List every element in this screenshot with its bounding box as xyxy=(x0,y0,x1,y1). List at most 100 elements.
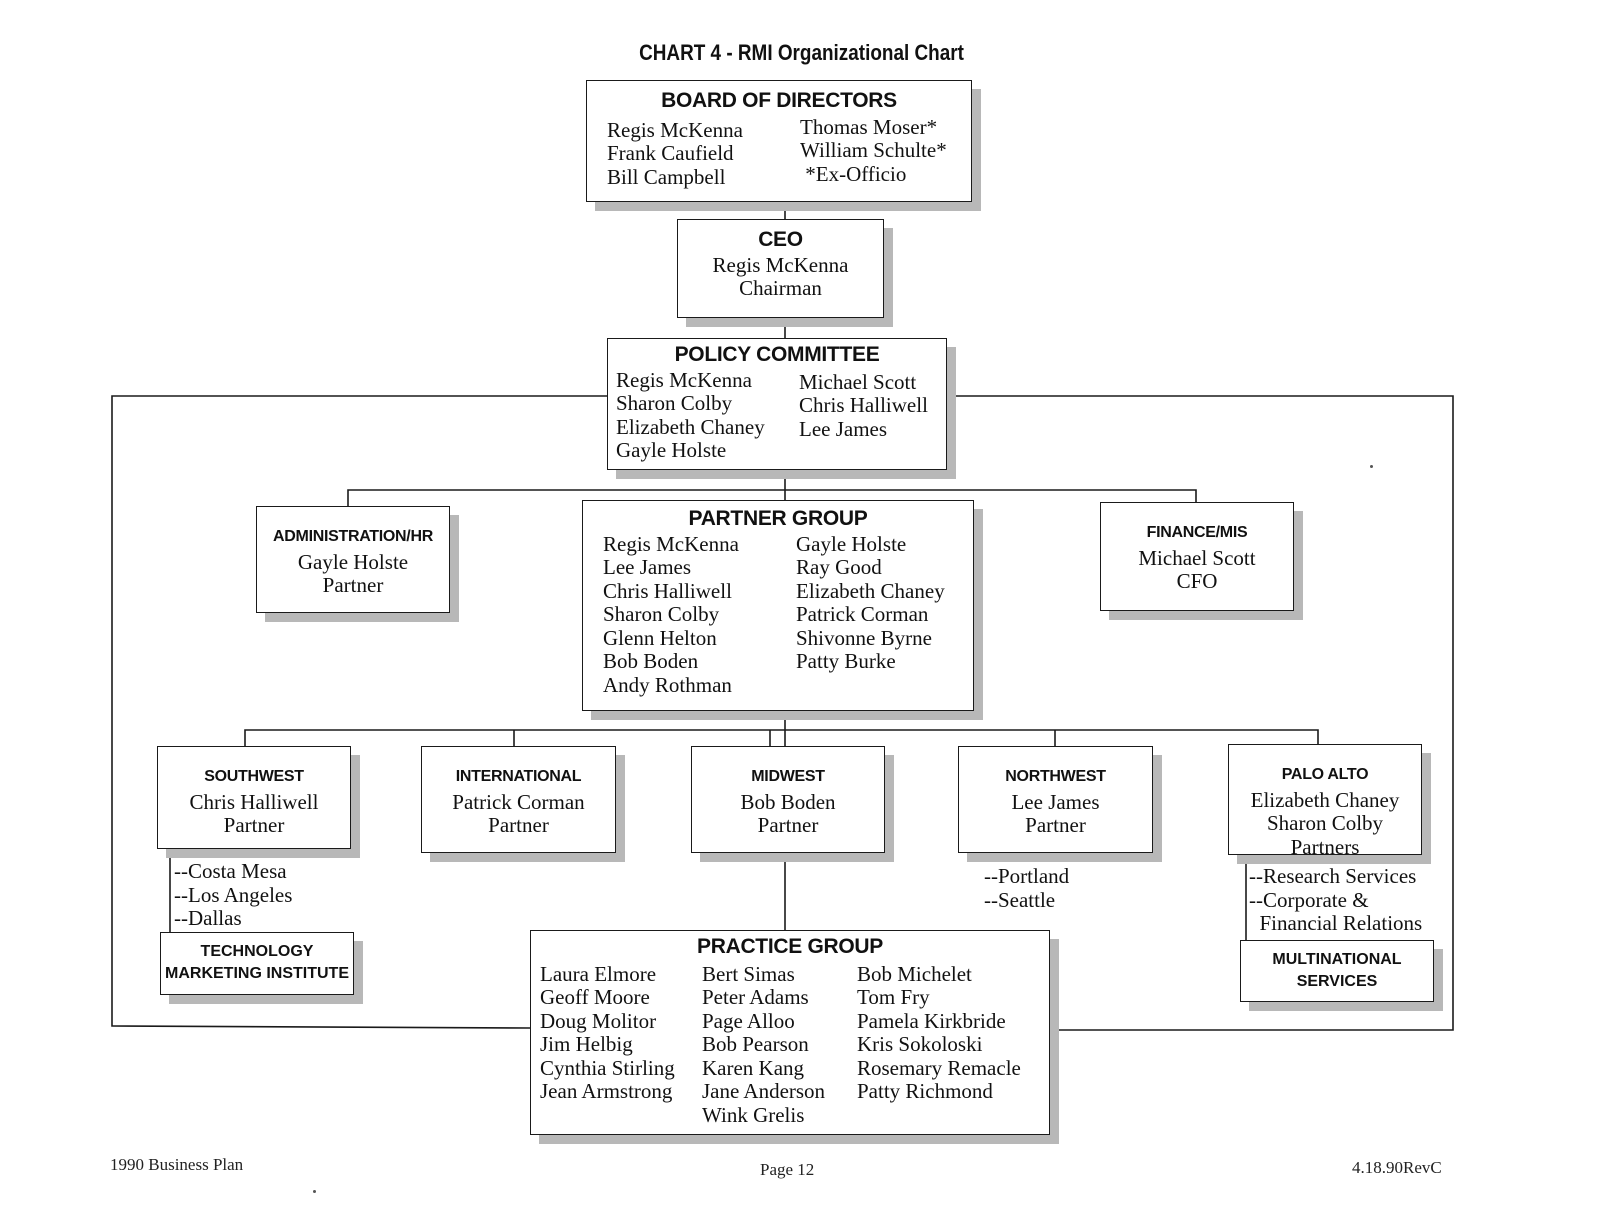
board-note: *Ex-Officio xyxy=(800,161,907,186)
chart-title: CHART 4 - RMI Organizational Chart xyxy=(639,40,964,65)
practice-member: Geoff Moore xyxy=(540,985,650,1009)
footer-left: 1990 Business Plan xyxy=(110,1155,244,1174)
partner-member: Bob Boden xyxy=(603,649,699,673)
office-branch-line xyxy=(244,729,1319,746)
practice-member: Peter Adams xyxy=(702,985,809,1009)
partner-heading: PARTNER GROUP xyxy=(688,507,868,530)
practice-member: Jim Helbig xyxy=(540,1032,633,1056)
service-item: --Research Services xyxy=(1249,864,1417,888)
partner-group-box: PARTNER GROUP Regis McKenna Lee James Ch… xyxy=(582,500,974,711)
location-item: --Los Angeles xyxy=(174,882,293,907)
board-member: Regis McKenna xyxy=(607,117,743,142)
stray-mark xyxy=(1370,465,1373,468)
ceo-box: CEO Regis McKenna Chairman xyxy=(677,219,884,318)
practice-member: Pamela Kirkbride xyxy=(857,1008,1006,1033)
location-item: --Costa Mesa xyxy=(174,859,287,883)
practice-group-box: PRACTICE GROUP Laura Elmore Geoff Moore … xyxy=(530,930,1050,1135)
practice-heading: PRACTICE GROUP xyxy=(697,935,883,958)
board-member: Thomas Moser* xyxy=(800,114,938,139)
partner-member: Patty Burke xyxy=(796,649,896,673)
tmi-heading: TECHNOLOGY xyxy=(200,943,314,960)
policy-committee-box: POLICY COMMITTEE Regis McKenna Sharon Co… xyxy=(607,338,947,470)
office-role: Partner xyxy=(488,813,549,837)
practice-member: Patty Richmond xyxy=(857,1079,993,1103)
practice-member: Page Alloo xyxy=(702,1008,795,1033)
admin-heading: ADMINISTRATION/HR xyxy=(273,528,433,545)
finance-mis-box: FINANCE/MIS Michael Scott CFO xyxy=(1100,502,1294,611)
location-item: --Portland xyxy=(984,864,1070,888)
board-of-directors-box: BOARD OF DIRECTORS Regis McKenna Frank C… xyxy=(586,80,972,202)
office-partner: Bob Boden xyxy=(740,789,836,814)
practice-member: Rosemary Remacle xyxy=(857,1055,1021,1080)
office-heading: PALO ALTO xyxy=(1281,766,1369,783)
office-partner: Elizabeth Chaney xyxy=(1250,787,1400,812)
practice-member: Karen Kang xyxy=(702,1055,805,1080)
policy-member: Elizabeth Chaney xyxy=(616,414,765,439)
practice-member: Cynthia Stirling xyxy=(540,1055,675,1080)
policy-member: Gayle Holste xyxy=(616,438,727,462)
practice-member: Doug Molitor xyxy=(540,1008,657,1033)
office-heading: SOUTHWEST xyxy=(204,768,304,785)
service-item: --Corporate & xyxy=(1249,887,1369,912)
office-international-box: INTERNATIONAL Patrick Corman Partner xyxy=(421,746,616,853)
practice-member: Jane Anderson xyxy=(702,1079,826,1103)
policy-member: Michael Scott xyxy=(799,369,917,394)
partner-member: Glenn Helton xyxy=(603,625,717,650)
policy-member: Chris Halliwell xyxy=(799,393,928,417)
practice-member: Laura Elmore xyxy=(540,961,657,986)
practice-member: Wink Grelis xyxy=(702,1102,805,1127)
office-heading: INTERNATIONAL xyxy=(455,768,582,785)
ceo-title: Chairman xyxy=(739,276,822,300)
office-partner: Lee James xyxy=(1011,789,1100,814)
office-role: Partner xyxy=(757,813,819,837)
partner-member: Shivonne Byrne xyxy=(796,625,932,650)
practice-member: Bob Pearson xyxy=(702,1032,809,1056)
partner-member: Regis McKenna xyxy=(603,531,739,556)
finance-name: Michael Scott xyxy=(1138,545,1256,570)
partner-member: Andy Rothman xyxy=(603,672,732,697)
ceo-name: Regis McKenna xyxy=(712,252,849,277)
office-northwest-box: NORTHWEST Lee James Partner xyxy=(958,746,1153,853)
outer-frame-line-right xyxy=(947,395,1454,1031)
location-item: --Seattle xyxy=(984,887,1056,912)
admin-name: Gayle Holste xyxy=(297,549,409,574)
office-partner: Sharon Colby xyxy=(1266,811,1384,835)
partner-member: Patrick Corman xyxy=(796,602,929,626)
footer-revision: 4.18.90RevC xyxy=(1352,1158,1442,1177)
finance-heading: FINANCE/MIS xyxy=(1146,524,1248,541)
office-role: Partner xyxy=(1025,813,1086,837)
multinational-heading: MULTINATIONAL xyxy=(1272,951,1402,968)
practice-member: Jean Armstrong xyxy=(540,1079,673,1103)
policy-member: Lee James xyxy=(799,416,888,441)
office-heading: NORTHWEST xyxy=(1005,768,1106,785)
office-partner: Patrick Corman xyxy=(452,789,585,814)
practice-member: Bob Michelet xyxy=(857,961,972,986)
partner-member: Chris Halliwell xyxy=(603,578,732,603)
board-member: Bill Campbell xyxy=(607,164,726,189)
practice-member: Kris Sokoloski xyxy=(857,1032,983,1056)
practice-member: Bert Simas xyxy=(702,961,795,986)
paloalto-services: --Research Services --Corporate & Financ… xyxy=(1249,864,1422,936)
stray-mark xyxy=(313,1190,316,1193)
policy-member: Regis McKenna xyxy=(616,367,752,392)
technology-marketing-institute-box: TECHNOLOGY MARKETING INSTITUTE xyxy=(160,932,354,995)
board-member: Frank Caufield xyxy=(607,141,734,165)
partner-member: Elizabeth Chaney xyxy=(796,578,945,603)
outer-frame-line xyxy=(111,395,607,1029)
office-midwest-box: MIDWEST Bob Boden Partner xyxy=(691,746,885,853)
office-paloalto-box: PALO ALTO Elizabeth Chaney Sharon Colby … xyxy=(1228,744,1422,858)
office-role: Partners xyxy=(1290,834,1360,859)
multinational-services-box: MULTINATIONAL SERVICES xyxy=(1240,940,1434,1002)
footer-page-number: Page 12 xyxy=(760,1160,815,1179)
board-member: William Schulte* xyxy=(800,138,947,162)
tmi-heading-2: MARKETING INSTITUTE xyxy=(165,965,349,982)
finance-title: CFO xyxy=(1176,569,1218,593)
policy-heading: POLICY COMMITTEE xyxy=(674,343,880,366)
practice-member: Tom Fry xyxy=(857,985,930,1009)
policy-member: Sharon Colby xyxy=(616,391,733,415)
partner-member: Ray Good xyxy=(796,555,882,579)
partner-member: Lee James xyxy=(603,555,692,579)
board-heading: BOARD OF DIRECTORS xyxy=(661,89,897,112)
